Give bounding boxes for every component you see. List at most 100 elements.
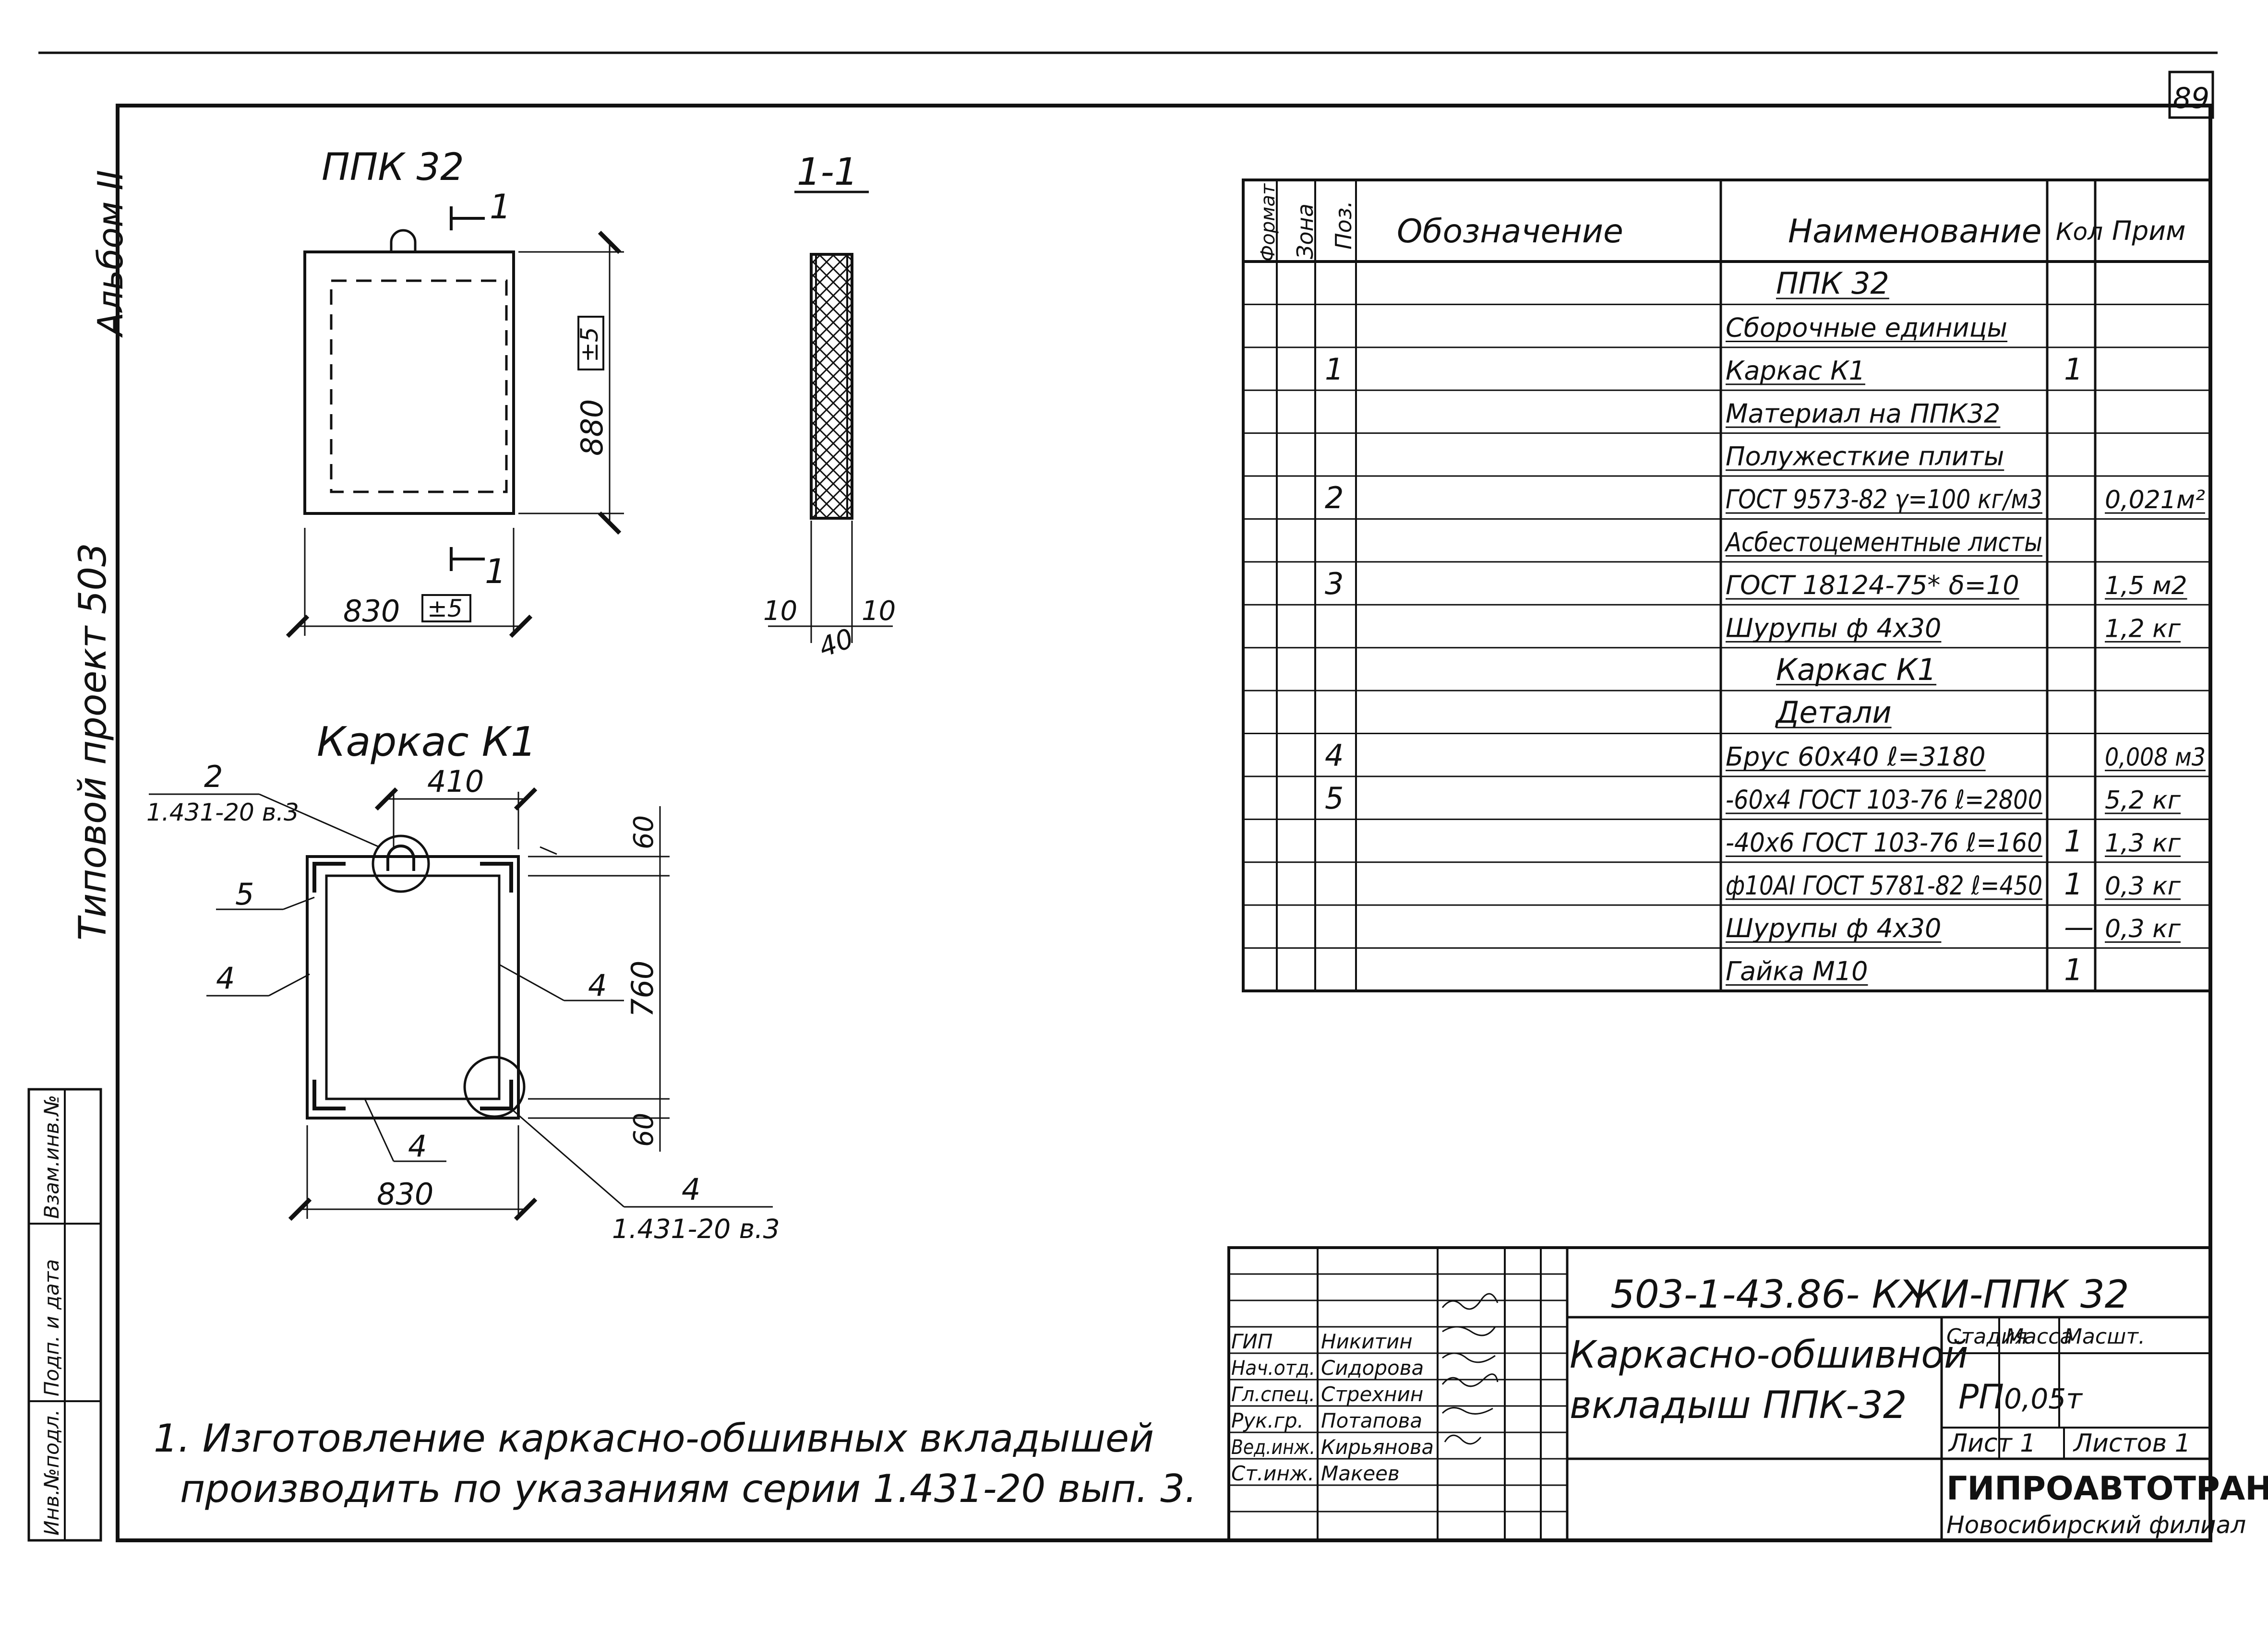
sheets-label: Листов 1 <box>2073 1429 2191 1458</box>
title-block-grid <box>1229 1273 1567 1513</box>
side-strip: Альбом II Типовой проект 503 Инв.№подл. … <box>27 170 131 1542</box>
spec-name: Брус 60х40 ℓ=3180 <box>1726 742 1986 772</box>
spec-name: Каркас К1 <box>1776 652 1936 687</box>
section-dim-total: 40 <box>815 623 858 664</box>
project-label: Типовой проект 503 <box>72 543 115 941</box>
spec-note: 1,5 м2 <box>2105 572 2187 600</box>
header-note: Прим <box>2112 215 2186 246</box>
frame-view-title: Каркас К1 <box>317 718 537 766</box>
sheet-number: 89 <box>2173 82 2209 115</box>
spec-row: Гайка М10 1 <box>1726 953 2083 988</box>
frame-dim-bottom: 60 <box>628 1113 660 1147</box>
callout-5: 5 <box>235 877 254 912</box>
section-view: 1-1 10 10 40 <box>763 151 896 664</box>
mass-value: 0,05т <box>2004 1382 2083 1415</box>
spec-name: Гайка М10 <box>1726 956 1868 987</box>
section-dim-right: 10 <box>862 596 896 627</box>
general-note: 1. Изготовление каркасно-обшивных вклады… <box>154 1416 1197 1511</box>
spec-row: Шурупы ф 4х30 1,2 кг <box>1726 613 2181 643</box>
spec-note: 1,2 кг <box>2105 614 2181 643</box>
staff-role: Гл.спец. <box>1231 1382 1315 1406</box>
vzam-inv-label: Взам.инв.№ <box>40 1095 63 1219</box>
callout-2-pos: 2 <box>204 759 223 794</box>
spec-name: Асбестоцементные листы <box>1724 527 2042 558</box>
spec-name: Шурупы ф 4х30 <box>1726 613 1941 643</box>
spec-row: Полужесткие плиты <box>1726 441 2004 472</box>
staff-role: Вед.инж. <box>1231 1435 1315 1459</box>
spec-qty: 1 <box>2064 352 2083 387</box>
spec-table: Формат Зона Поз. Обозначение Наименовани… <box>1242 179 2212 992</box>
spec-name: Полужесткие плиты <box>1726 441 2004 472</box>
staff-name: Кирьянова <box>1321 1435 1434 1459</box>
spec-row: ППК 32 <box>1776 266 1889 301</box>
callout-4b-ref: 1.431-20 в.3 <box>612 1214 780 1244</box>
frame-view: Каркас К1 410 60 760 60 830 2 1.431-20 в… <box>146 718 780 1244</box>
note-line-1: 1. Изготовление каркасно-обшивных вклады… <box>154 1416 1154 1461</box>
staff-role: Ст.инж. <box>1231 1462 1314 1485</box>
section-dim-left: 10 <box>763 596 797 627</box>
doc-title-1: Каркасно-обшивной <box>1570 1334 1968 1377</box>
album-label: Альбом II <box>90 170 131 338</box>
spec-name: -40х6 ГОСТ 103-76 ℓ=160 <box>1726 827 2042 858</box>
scale-label: Масшт. <box>2064 1324 2145 1349</box>
staff-role: Нач.отд. <box>1231 1356 1315 1380</box>
staff-name: Стрехнин <box>1321 1382 1423 1406</box>
frame-dim-top: 60 <box>628 815 660 849</box>
stage-label: Стадия <box>1946 1324 2028 1349</box>
callout-4b-pos: 4 <box>682 1172 700 1207</box>
spec-pos: 2 <box>1325 480 1344 515</box>
staff-name: Никитин <box>1321 1330 1413 1353</box>
spec-pos: 5 <box>1325 781 1344 816</box>
stage-value: РП <box>1958 1377 2004 1417</box>
spec-name: ППК 32 <box>1776 266 1889 301</box>
staff-name: Сидорова <box>1321 1356 1424 1380</box>
staff-role: Рук.гр. <box>1231 1409 1304 1432</box>
spec-name: ГОСТ 18124-75* δ=10 <box>1726 570 2019 600</box>
front-view-title: ППК 32 <box>322 146 464 189</box>
spec-name: ф10АI ГОСТ 5781-82 ℓ=450 <box>1726 870 2042 901</box>
spec-row: Шурупы ф 4х30—0,3 кг <box>1726 909 2181 944</box>
staff-name: Потапова <box>1321 1409 1422 1432</box>
spec-pos: 3 <box>1325 566 1344 601</box>
podp-data-label: Подп. и дата <box>40 1259 63 1396</box>
callout-4-left: 4 <box>216 961 235 996</box>
callout-4-bottom: 4 <box>408 1129 427 1164</box>
spec-row: Асбестоцементные листы <box>1724 527 2042 558</box>
header-designation: Обозначение <box>1397 213 1623 250</box>
section-mark-bottom: 1 <box>485 552 506 591</box>
doc-title-2: вкладыш ППК-32 <box>1570 1384 1907 1427</box>
mass-label: Масса <box>2005 1324 2073 1349</box>
spec-row: Материал на ППК32 <box>1726 398 2001 429</box>
header-qty: Кол <box>2056 218 2103 246</box>
callout-4-right: 4 <box>588 968 607 1003</box>
header-name: Наименование <box>1788 213 2041 250</box>
spec-qty: — <box>2064 909 2094 944</box>
spec-note: 0,3 кг <box>2105 915 2181 943</box>
front-width-dim: 830 <box>343 594 400 629</box>
note-line-2: производить по указаниям серии 1.431-20 … <box>180 1466 1197 1511</box>
org-name: ГИПРОАВТОТРАНС <box>1946 1470 2268 1508</box>
sheet-label: Лист 1 <box>1948 1429 2036 1458</box>
spec-row: Детали <box>1775 695 1892 730</box>
header-zone: Зона <box>1292 203 1318 259</box>
inv-podl-label: Инв.№подл. <box>40 1409 63 1536</box>
spec-note: 0,021м² <box>2105 486 2205 514</box>
spec-qty: 1 <box>2064 953 2083 988</box>
spec-name: -60х4 ГОСТ 103-76 ℓ=2800 <box>1726 785 2042 815</box>
header-format: Формат <box>1257 183 1279 262</box>
spec-grid <box>1243 180 2210 991</box>
frame-width-dim-bottom: 830 <box>377 1177 433 1212</box>
frame-dim-mid: 760 <box>625 961 660 1017</box>
spec-name: Материал на ППК32 <box>1726 398 2000 429</box>
spec-note: 0,008 м3 <box>2105 743 2206 772</box>
signatures <box>1441 1293 1499 1445</box>
spec-qty: 1 <box>2064 867 2083 902</box>
